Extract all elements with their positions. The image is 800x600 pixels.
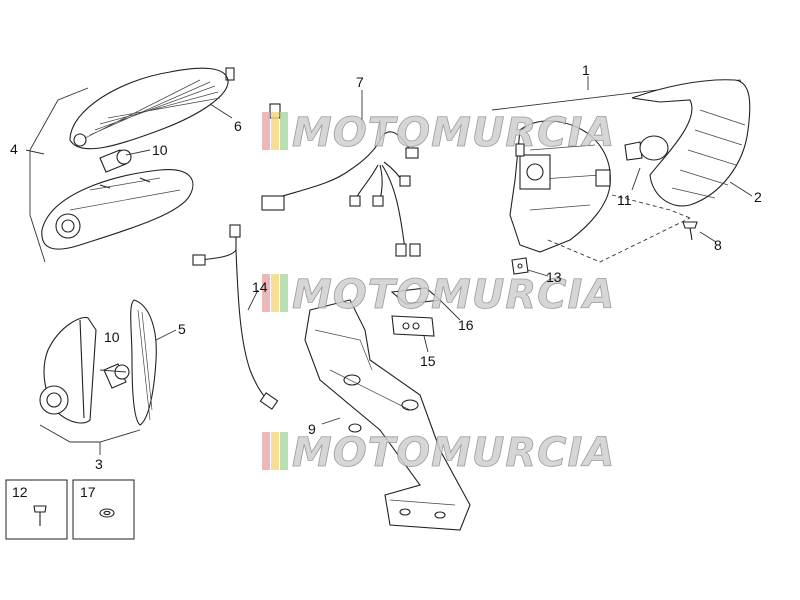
small-hardware — [390, 221, 698, 337]
callout-4: 4 — [10, 141, 18, 157]
callout-10-lower: 10 — [104, 329, 120, 345]
watermark-stripe — [271, 112, 279, 150]
watermark-stripe — [262, 112, 270, 150]
callout-14: 14 — [252, 279, 268, 295]
inset-box-12 — [5, 479, 68, 540]
watermark-text: MOTOMURCIA — [292, 430, 615, 476]
watermark-stripe — [280, 432, 288, 470]
rear-light-assembly — [491, 79, 751, 263]
callout-11: 11 — [617, 192, 632, 208]
callout-labels: 1 2 3 4 5 6 7 8 9 10 10 11 12 13 14 15 1… — [10, 62, 762, 500]
watermark-top: MOTOMURCIA — [262, 110, 615, 156]
watermark-text: MOTOMURCIA — [292, 272, 615, 318]
license-plate-holder — [304, 299, 471, 531]
watermark-bottom: MOTOMURCIA — [262, 430, 615, 476]
callout-16: 16 — [458, 317, 474, 333]
callout-7: 7 — [356, 74, 364, 90]
callout-1: 1 — [582, 62, 590, 78]
callout-10-upper: 10 — [152, 142, 168, 158]
watermark-stripe — [271, 432, 279, 470]
watermark-stripe — [280, 112, 288, 150]
watermark-stripe — [262, 432, 270, 470]
callout-6: 6 — [234, 118, 242, 134]
wiring-harness — [261, 103, 421, 257]
callout-17: 17 — [80, 484, 96, 500]
watermark-stripe — [280, 274, 288, 312]
inset-box-17 — [72, 479, 135, 540]
sensor-cable — [192, 224, 279, 410]
callout-15: 15 — [420, 353, 436, 369]
callout-12: 12 — [12, 484, 28, 500]
callout-3: 3 — [95, 456, 103, 472]
watermark-stripe — [271, 274, 279, 312]
callout-8: 8 — [714, 237, 722, 253]
callout-13: 13 — [546, 269, 562, 285]
callout-2: 2 — [754, 189, 762, 205]
rear-left-indicator-assembly — [39, 299, 157, 443]
front-left-indicator-assembly — [29, 67, 235, 263]
callout-9: 9 — [308, 421, 316, 437]
watermark-text: MOTOMURCIA — [292, 110, 615, 156]
callout-5: 5 — [178, 321, 186, 337]
watermark-stripe — [262, 274, 270, 312]
leader-lines — [25, 76, 753, 455]
watermark-middle: MOTOMURCIA — [262, 272, 615, 318]
